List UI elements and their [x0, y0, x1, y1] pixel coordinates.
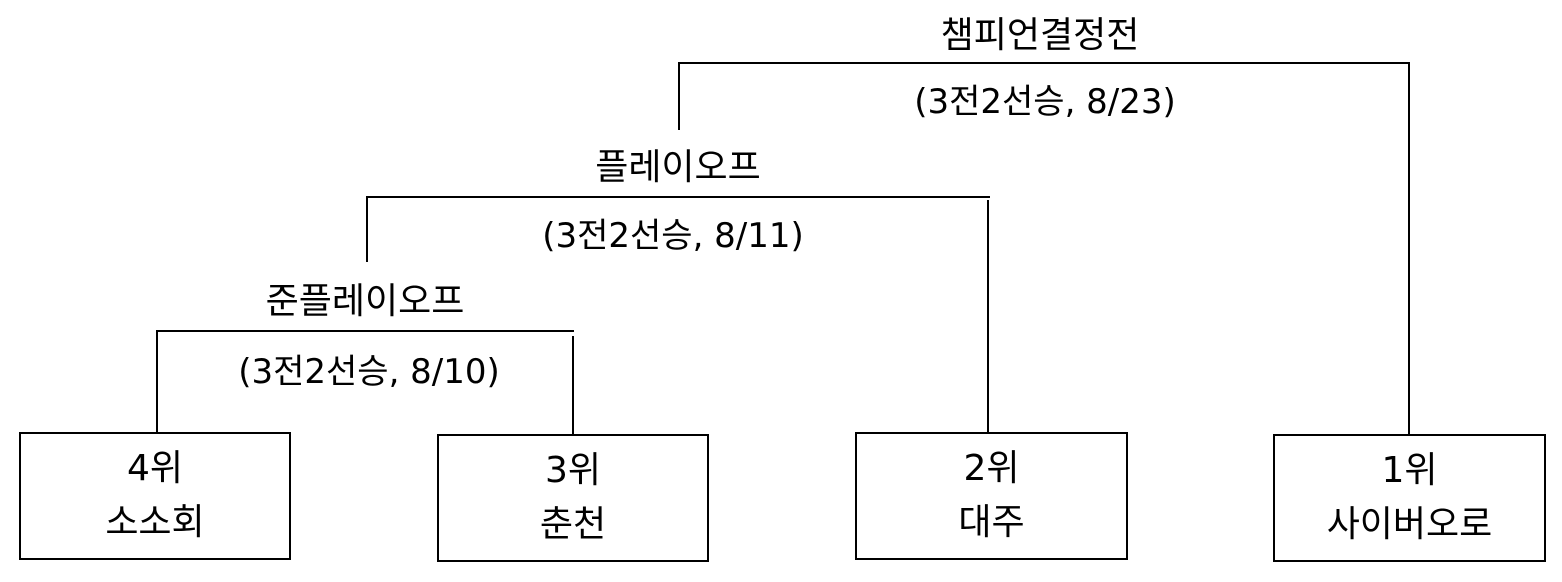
semi-playoff-connector-bar — [156, 330, 574, 332]
team-name: 사이버오로 — [1326, 504, 1493, 545]
semi-playoff-round-title: 준플레이오프 — [265, 281, 465, 322]
playoff-connector-right — [987, 200, 989, 432]
semi-playoff-round-detail: (3전2선승, 8/10) — [238, 352, 500, 392]
playoff-connector-bar — [366, 196, 990, 198]
team-box-rank-4: 4위 소소회 — [19, 432, 291, 560]
team-rank: 4위 — [126, 448, 184, 489]
playoff-round-title: 플레이오프 — [595, 147, 761, 188]
team-box-rank-1: 1위 사이버오로 — [1273, 434, 1546, 562]
team-name: 대주 — [958, 502, 1025, 543]
semi-playoff-connector-right — [572, 336, 574, 434]
team-rank: 3위 — [544, 450, 602, 491]
team-box-rank-3: 3위 춘천 — [437, 434, 709, 562]
team-rank: 1위 — [1381, 450, 1438, 491]
playoff-connector-left — [366, 196, 368, 262]
team-box-rank-2: 2위 대주 — [855, 432, 1128, 560]
final-connector-right — [1408, 64, 1410, 434]
semi-playoff-connector-left — [156, 330, 158, 432]
team-name: 소소회 — [105, 502, 205, 543]
final-connector-bar — [678, 62, 1410, 64]
final-round-detail: (3전2선승, 8/23) — [914, 82, 1176, 122]
team-rank: 2위 — [963, 448, 1020, 489]
playoff-round-detail: (3전2선승, 8/11) — [542, 216, 804, 256]
final-round-title: 챔피언결정전 — [940, 15, 1140, 56]
final-connector-left — [678, 62, 680, 130]
team-name: 춘천 — [539, 504, 607, 545]
